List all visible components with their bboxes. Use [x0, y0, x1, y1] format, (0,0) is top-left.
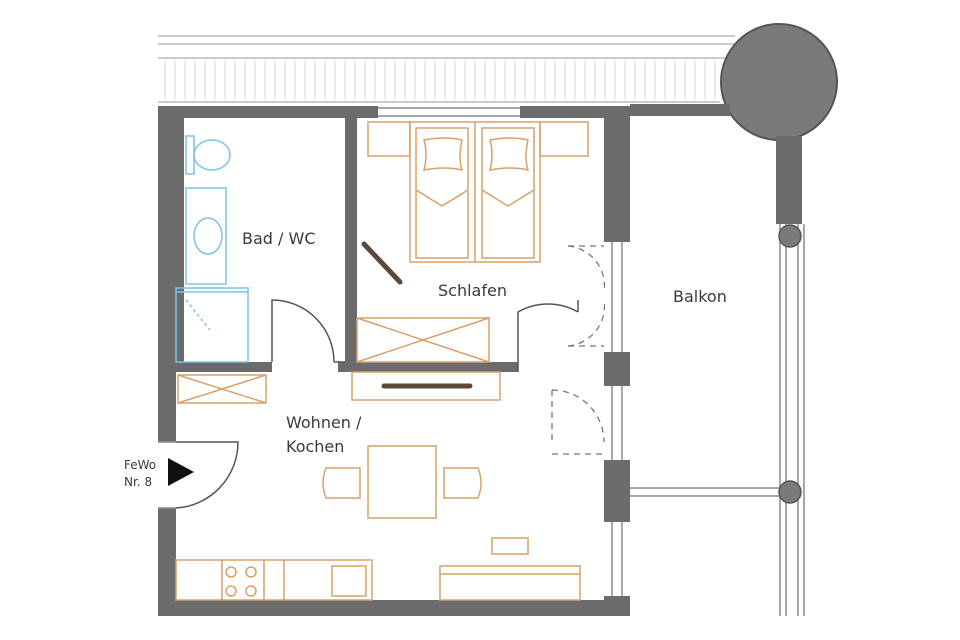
- toilet: [185, 135, 195, 175]
- wardrobe-bedroom: [356, 317, 490, 363]
- room-label-living-2: Kochen: [286, 437, 344, 456]
- walls: [158, 104, 802, 616]
- room-label-balcony: Balkon: [673, 287, 727, 306]
- room-label-bedroom: Schlafen: [438, 281, 507, 300]
- dark-accents: [361, 241, 473, 389]
- balcony-corner-column: [720, 23, 838, 141]
- entrance-label-2: Nr. 8: [124, 475, 152, 489]
- room-label-bath: Bad / WC: [242, 229, 316, 248]
- entrance-arrow-icon: [168, 458, 194, 486]
- furniture: [175, 121, 589, 601]
- french-doors: [551, 245, 606, 455]
- side-table: [491, 537, 529, 555]
- roof-hatch: [164, 60, 716, 100]
- doors: [175, 299, 579, 509]
- wall-inner-lines: [158, 107, 805, 616]
- entrance-label-1: FeWo: [124, 458, 156, 472]
- sofa: [439, 565, 581, 601]
- wall-cabinet: [351, 371, 501, 401]
- dining-table: [367, 445, 437, 519]
- washbasin: [185, 187, 227, 285]
- kitchen-counter: [175, 559, 373, 601]
- balcony-post-upper: [778, 224, 802, 248]
- balcony-post-lower: [778, 480, 802, 504]
- shower: [175, 287, 249, 363]
- bathroom-fixtures: [175, 135, 249, 363]
- hall-cabinet: [177, 374, 267, 404]
- roof-outline: [158, 35, 735, 103]
- room-label-living-1: Wohnen /: [286, 413, 362, 432]
